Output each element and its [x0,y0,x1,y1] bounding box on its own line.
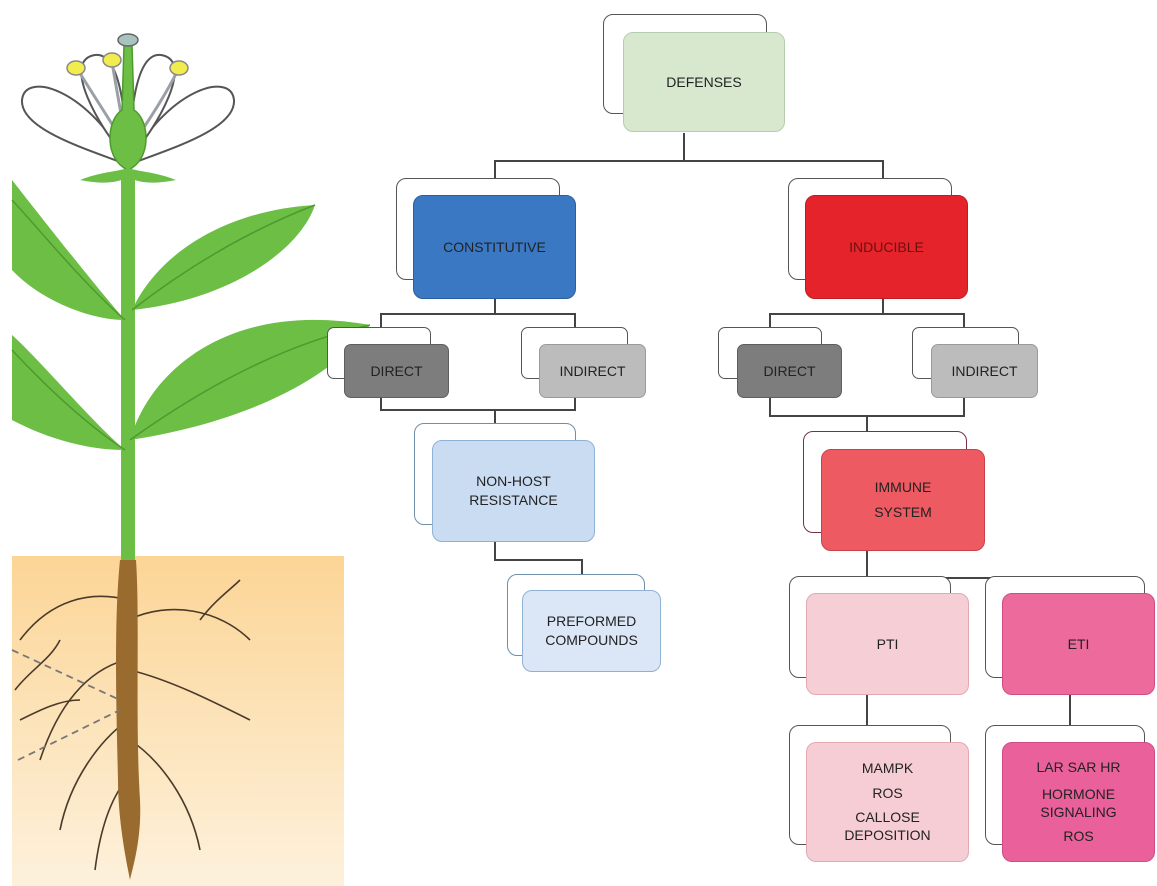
node-defenses-box: DEFENSES [623,32,785,132]
connector [882,298,884,314]
node-label: ROS [1063,828,1094,844]
node-constitutive: CONSTITUTIVE [396,178,576,299]
connector [1069,694,1071,742]
node-label: ETI [1067,635,1090,652]
node-constitutive-direct: DIRECT [327,327,449,398]
node-preformed-box: PREFORMED COMPOUNDS [522,590,661,672]
flower-petals [20,53,236,167]
node-indirect-box: INDIRECT [931,344,1038,398]
node-eti-box: ETI [1002,593,1155,695]
anthers [66,52,189,76]
connector [866,694,868,742]
node-label: DIRECT [763,362,816,379]
node-eti: ETI [985,576,1157,695]
connector [963,396,965,416]
node-pti-responses: MAMPK ROS CALLOSE DEPOSITION [789,725,969,862]
connector [769,396,771,416]
node-label: HORMONE [1041,786,1116,802]
node-defenses: DEFENSES [603,14,785,134]
node-immune-system: IMMUNE SYSTEM [803,431,985,551]
connector [866,577,1071,579]
node-label: LAR SAR HR [1036,758,1121,775]
node-label: CALLOSE [855,809,920,825]
node-direct-box: DIRECT [344,344,449,398]
node-nonhost-box: NON-HOST RESISTANCE [432,440,595,542]
node-pti-responses-box: MAMPK ROS CALLOSE DEPOSITION [806,742,969,862]
connector [494,559,583,561]
connector [494,160,884,162]
connector [769,313,965,315]
taproot [116,560,141,880]
node-inducible-box: INDUCIBLE [805,195,968,299]
node-pti-box: PTI [806,593,969,695]
node-label: DEPOSITION [844,826,931,843]
connector [866,550,868,578]
node-label: SYSTEM [874,504,932,520]
node-direct-box: DIRECT [737,344,842,398]
node-inducible-direct: DIRECT [718,327,842,398]
node-immune-box: IMMUNE SYSTEM [821,449,985,551]
node-label: INDIRECT [559,362,626,379]
node-eti-responses: LAR SAR HR HORMONE SIGNALING ROS [985,725,1157,862]
node-label: CONSTITUTIVE [443,238,546,255]
node-label: IMMUNE [874,479,932,496]
connector [494,540,496,560]
plant-illustration [11,33,370,886]
node-label: PTI [876,635,899,652]
connector [683,133,685,161]
node-constitutive-indirect: INDIRECT [521,327,646,398]
connector [380,313,576,315]
node-preformed-compounds: PREFORMED COMPOUNDS [507,574,661,672]
node-inducible: INDUCIBLE [788,178,968,299]
node-label: PREFORMED [546,613,637,630]
node-pti: PTI [789,576,969,695]
connector [380,409,576,411]
soil-area [12,556,344,886]
node-label: NON-HOST [476,473,551,490]
node-nonhost-resistance: NON-HOST RESISTANCE [414,423,595,542]
node-label: COMPOUNDS [545,632,638,648]
node-constitutive-box: CONSTITUTIVE [413,195,576,299]
node-label: DIRECT [370,362,423,379]
node-label: INDUCIBLE [849,238,924,255]
node-label: RESISTANCE [469,492,558,508]
node-label: ROS [872,784,903,801]
stem [121,170,135,560]
node-label: DEFENSES [666,73,742,90]
node-eti-responses-box: LAR SAR HR HORMONE SIGNALING ROS [1002,742,1155,862]
node-label: MAMPK [861,760,914,776]
connector [574,396,576,410]
leaves [12,180,370,450]
node-inducible-indirect: INDIRECT [912,327,1038,398]
connector [380,396,382,410]
node-indirect-box: INDIRECT [539,344,646,398]
node-label: SIGNALING [1040,803,1117,820]
connector [494,298,496,314]
node-label: INDIRECT [951,362,1018,379]
